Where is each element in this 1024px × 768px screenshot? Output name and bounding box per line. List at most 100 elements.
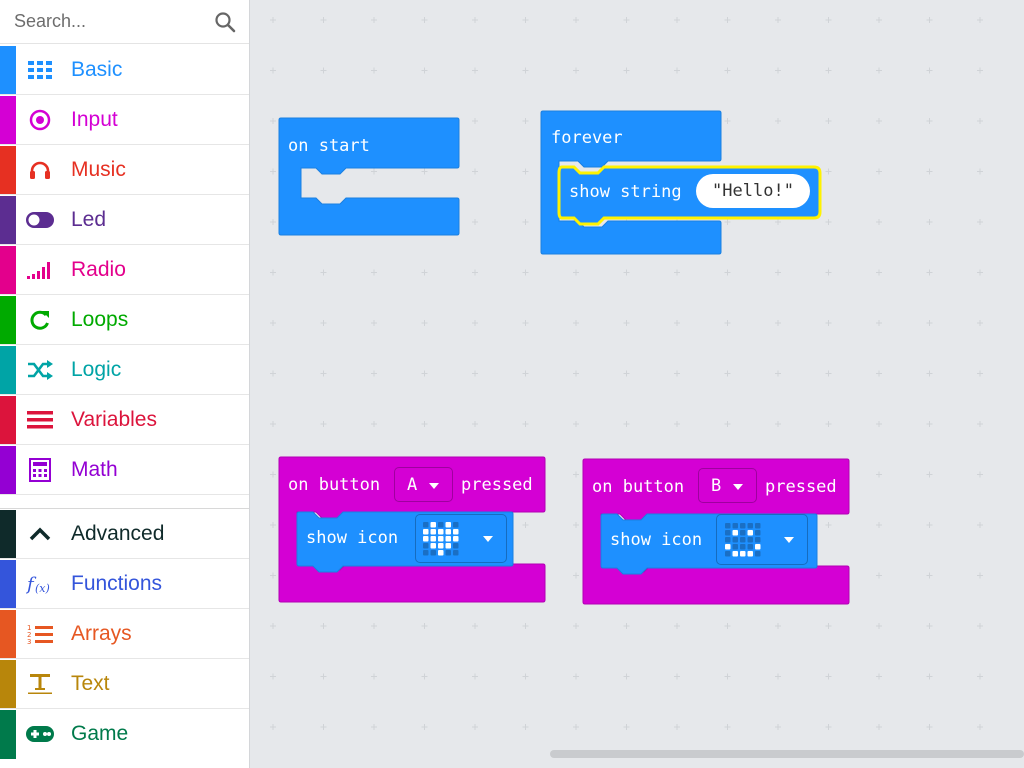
function-icon: f (x) xyxy=(26,572,54,596)
led-pixel xyxy=(740,530,746,536)
button-a-value: A xyxy=(407,475,418,495)
svg-text:1: 1 xyxy=(27,624,31,632)
shuffle-icon xyxy=(26,358,54,382)
on-button-prefix: on button xyxy=(288,475,381,495)
headphones-icon xyxy=(26,158,54,182)
button-b-value: B xyxy=(711,476,722,496)
led-pixel xyxy=(755,523,761,529)
on-start-block[interactable] xyxy=(278,117,462,239)
on-start-label: on start xyxy=(288,136,370,156)
led-pixel xyxy=(423,550,429,556)
icon-picker-b[interactable] xyxy=(716,514,808,565)
led-pixel xyxy=(732,530,738,536)
target-icon xyxy=(26,108,54,132)
heart-icon xyxy=(423,522,459,556)
category-input[interactable]: Input xyxy=(0,96,249,145)
svg-text:(x): (x) xyxy=(35,582,50,595)
horizontal-scrollbar[interactable] xyxy=(550,750,1024,758)
dropdown-caret-icon xyxy=(483,536,493,542)
led-pixel xyxy=(423,529,429,535)
category-color-bar xyxy=(0,446,16,494)
smiley-icon xyxy=(725,523,761,557)
led-pixel xyxy=(438,550,444,556)
led-pixel xyxy=(453,543,459,549)
category-label: Basic xyxy=(71,58,123,81)
led-pixel xyxy=(755,551,761,557)
gamepad-icon xyxy=(26,722,54,746)
category-music[interactable]: Music xyxy=(0,146,249,195)
category-color-bar xyxy=(0,246,16,294)
calculator-icon xyxy=(26,458,54,482)
show-string-label: show string xyxy=(569,182,682,202)
led-pixel xyxy=(747,523,753,529)
led-pixel xyxy=(747,551,753,557)
category-led[interactable]: Led xyxy=(0,196,249,245)
led-pixel xyxy=(438,522,444,528)
category-label: Radio xyxy=(71,258,126,281)
category-logic[interactable]: Logic xyxy=(0,346,249,395)
blocks-workspace[interactable]: on start forever show string "Hello!" on… xyxy=(250,0,1024,768)
led-pixel xyxy=(445,543,451,549)
button-a-dropdown[interactable]: A xyxy=(394,467,453,502)
led-pixel xyxy=(740,551,746,557)
led-pixel xyxy=(423,543,429,549)
category-variables[interactable]: Variables xyxy=(0,396,249,445)
led-pixel xyxy=(423,536,429,542)
led-pixel xyxy=(430,543,436,549)
search-input[interactable] xyxy=(8,6,220,36)
led-pixel xyxy=(445,522,451,528)
category-arrays[interactable]: 1 2 3 Arrays xyxy=(0,610,249,659)
category-loops[interactable]: Loops xyxy=(0,296,249,345)
category-color-bar xyxy=(0,46,16,94)
toggle-icon xyxy=(26,208,54,232)
led-pixel xyxy=(732,523,738,529)
category-color-bar xyxy=(0,660,16,708)
category-color-bar xyxy=(0,510,16,558)
category-functions[interactable]: f (x) Functions xyxy=(0,560,249,609)
button-b-dropdown[interactable]: B xyxy=(698,468,757,503)
led-pixel xyxy=(747,530,753,536)
string-value-input[interactable]: "Hello!" xyxy=(696,174,810,208)
led-pixel xyxy=(438,543,444,549)
toolbox-separator xyxy=(0,497,249,509)
category-color-bar xyxy=(0,96,16,144)
refresh-icon xyxy=(26,308,54,332)
led-pixel xyxy=(725,530,731,536)
category-radio[interactable]: Radio xyxy=(0,246,249,295)
search-icon[interactable] xyxy=(214,11,236,33)
led-pixel xyxy=(755,544,761,550)
led-pixel xyxy=(747,544,753,550)
category-label: Logic xyxy=(71,358,122,381)
dropdown-caret-icon xyxy=(784,537,794,543)
led-pixel xyxy=(453,529,459,535)
led-pixel xyxy=(445,529,451,535)
category-text[interactable]: Text xyxy=(0,660,249,709)
category-label: Arrays xyxy=(71,622,132,645)
show-icon-label: show icon xyxy=(610,530,703,550)
category-color-bar xyxy=(0,346,16,394)
category-label: Math xyxy=(71,458,118,481)
svg-text:3: 3 xyxy=(27,638,31,645)
led-pixel xyxy=(453,550,459,556)
chevron-up-icon xyxy=(26,522,54,546)
forever-block[interactable] xyxy=(540,110,726,258)
led-pixel xyxy=(430,522,436,528)
icon-picker-a[interactable] xyxy=(415,514,507,563)
led-pixel xyxy=(755,530,761,536)
category-game[interactable]: Game xyxy=(0,710,249,759)
dropdown-caret-icon xyxy=(429,483,439,489)
led-pixel xyxy=(438,536,444,542)
category-color-bar xyxy=(0,196,16,244)
led-pixel xyxy=(438,529,444,535)
led-pixel xyxy=(725,523,731,529)
led-pixel xyxy=(755,537,761,543)
led-pixel xyxy=(430,550,436,556)
category-basic[interactable]: Basic xyxy=(0,46,249,95)
category-color-bar xyxy=(0,396,16,444)
led-pixel xyxy=(725,537,731,543)
numbered-list-icon: 1 2 3 xyxy=(26,622,54,646)
grid-icon xyxy=(26,58,54,82)
category-advanced[interactable]: Advanced xyxy=(0,510,249,559)
category-math[interactable]: Math xyxy=(0,446,249,495)
list-lines-icon xyxy=(26,408,54,432)
